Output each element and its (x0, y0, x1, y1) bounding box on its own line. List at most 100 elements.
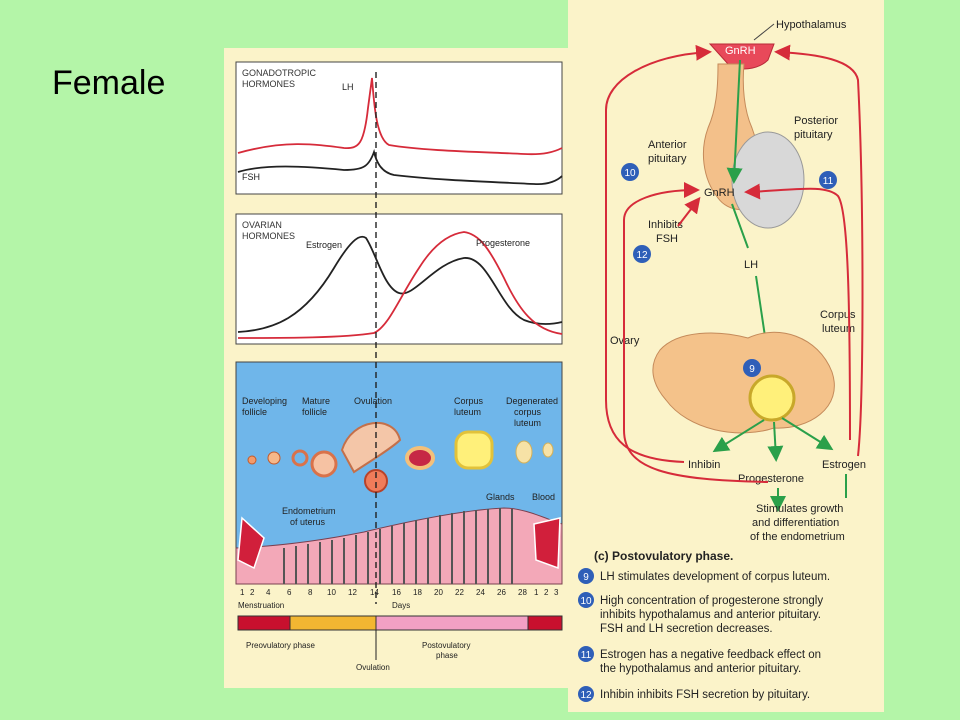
glands-label: Glands (486, 492, 515, 502)
slide-title: Female (52, 64, 166, 102)
legend-item-10: 10 High concentration of progesterone st… (578, 592, 823, 635)
lh-arrow-top (731, 203, 749, 249)
day-10: 10 (327, 588, 336, 597)
progesterone-curve (237, 231, 563, 339)
ovarian-graph: OVARIAN HORMONES Estrogen Progesterone (235, 213, 563, 345)
fsh-label: FSH (242, 172, 260, 182)
inhibits-fsh-arrow (677, 196, 701, 227)
badge-9-text: 9 (749, 364, 755, 375)
posterior-pituitary-label-1: Posterior (794, 115, 838, 127)
day-24: 24 (476, 588, 485, 597)
badge-12: 12 (633, 245, 651, 263)
mature-follicle (310, 450, 338, 478)
day-12: 12 (348, 588, 357, 597)
day-2: 2 (250, 588, 255, 597)
anterior-pituitary-label-2: pituitary (648, 153, 687, 165)
preovulatory-bar (289, 615, 377, 631)
corpus-luteum-structure (454, 430, 494, 470)
day-axis: 1 2 4 6 8 10 12 14 16 18 20 22 24 26 28 … (240, 588, 559, 597)
days-label: Days (392, 601, 410, 610)
day-4: 4 (266, 588, 271, 597)
day-2b: 2 (544, 588, 549, 597)
ovary-shape (652, 331, 835, 434)
day-22: 22 (455, 588, 464, 597)
stimulates-label-3: of the endometrium (750, 531, 845, 543)
day-18: 18 (413, 588, 422, 597)
day-3b: 3 (554, 588, 559, 597)
progesterone-arrow (767, 421, 784, 462)
gnrh-top-label: GnRH (725, 45, 756, 57)
blood-label: Blood (532, 492, 555, 502)
degenerated-corpus-luteum-2 (542, 442, 554, 458)
lh-curve (237, 77, 563, 156)
endometrium-label-1: Endometrium (282, 506, 336, 516)
hypothalamus-leader (753, 23, 775, 41)
follicle-2 (267, 451, 281, 465)
legend-item-10-line-3: FSH and LH secretion decreases. (600, 623, 773, 635)
day-1: 1 (240, 588, 245, 597)
degenerated-label-3: luteum (514, 418, 541, 428)
legend-item-10-line-2: inhibits hypothalamus and anterior pitui… (600, 609, 821, 621)
follicle-1 (247, 455, 257, 465)
badge-11: 11 (819, 171, 837, 189)
badge-9: 9 (743, 359, 761, 377)
feedback-loop-inner (623, 182, 769, 483)
endometrium (235, 507, 563, 585)
hypothalamus-label: Hypothalamus (776, 19, 847, 31)
hormone-cycle-panel: GONADOTROPIC HORMONES LH FSH OVARIAN HOR… (224, 48, 570, 688)
ovulation-bottom-label: Ovulation (356, 663, 390, 672)
day-14: 14 (370, 588, 379, 597)
ovarian-title-2: HORMONES (242, 231, 295, 241)
progesterone-label: Progesterone (738, 473, 804, 485)
progesterone-label: Progesterone (476, 238, 530, 248)
developing-follicle-label-2: follicle (242, 407, 267, 417)
ovulation-label: Ovulation (354, 396, 392, 406)
badge-12-text: 12 (636, 250, 648, 261)
legend-item-9-line-1: LH stimulates development of corpus lute… (600, 571, 830, 583)
endometrium-glands (283, 508, 513, 584)
legend-item-9: 9 LH stimulates development of corpus lu… (578, 568, 830, 584)
menstruation-bar (237, 615, 291, 631)
estrogen-label: Estrogen (822, 459, 866, 471)
legend-item-9-num: 9 (583, 572, 589, 583)
lh-label: LH (744, 259, 758, 271)
day-8: 8 (308, 588, 313, 597)
preovulatory-label: Preovulatory phase (246, 641, 315, 650)
postovulatory-label-2: phase (436, 651, 458, 660)
legend-item-11-line-2: the hypothalamus and anterior pituitary. (600, 663, 801, 675)
gonadotropic-title-2: HORMONES (242, 79, 295, 89)
postovulatory-label-1: Postovulatory (422, 641, 470, 650)
anterior-pituitary-label-1: Anterior (648, 139, 687, 151)
stimulates-label-1: Stimulates growth (756, 503, 843, 515)
legend-item-11-line-1: Estrogen has a negative feedback effect … (600, 649, 821, 661)
gonadotropic-title-1: GONADOTROPIC (242, 68, 317, 78)
inhibin-label: Inhibin (688, 459, 720, 471)
estrogen-feedback-outer (774, 44, 864, 457)
ovarian-frame (235, 213, 563, 345)
badge-10: 10 (621, 163, 639, 181)
corpus-luteum-label-2: luteum (454, 407, 481, 417)
inhibits-fsh-label-1: Inhibits (648, 219, 683, 231)
lh-label: LH (342, 82, 354, 92)
stimulates-label-2: and differentiation (752, 517, 839, 529)
follicle-3 (291, 449, 309, 467)
feedback-diagram: Hypothalamus GnRH Posterior pituitary An… (578, 19, 866, 702)
endometrium-label-2: of uterus (290, 517, 326, 527)
legend-item-10-line-1: High concentration of progesterone stron… (600, 595, 823, 607)
postovulatory-bar (375, 615, 529, 631)
legend-heading: (c) Postovulatory phase. (594, 549, 733, 563)
gnrh-arrow (726, 59, 743, 184)
fsh-curve (237, 148, 563, 186)
degenerated-label-1: Degenerated (506, 396, 558, 406)
gnrh-mid-label: GnRH (704, 187, 735, 199)
mature-follicle-label-2: follicle (302, 407, 327, 417)
estrogen-feedback-inner (744, 183, 851, 441)
estrogen-curve (237, 235, 563, 333)
day-26: 26 (497, 588, 506, 597)
day-20: 20 (434, 588, 443, 597)
hormone-cycle-figure: GONADOTROPIC HORMONES LH FSH OVARIAN HOR… (235, 61, 563, 672)
corpus-luteum-shape (748, 374, 796, 422)
feedback-loop-outer (605, 44, 712, 463)
corpus-luteum-label-1: Corpus (820, 309, 856, 321)
early-corpus-luteum (405, 446, 435, 470)
